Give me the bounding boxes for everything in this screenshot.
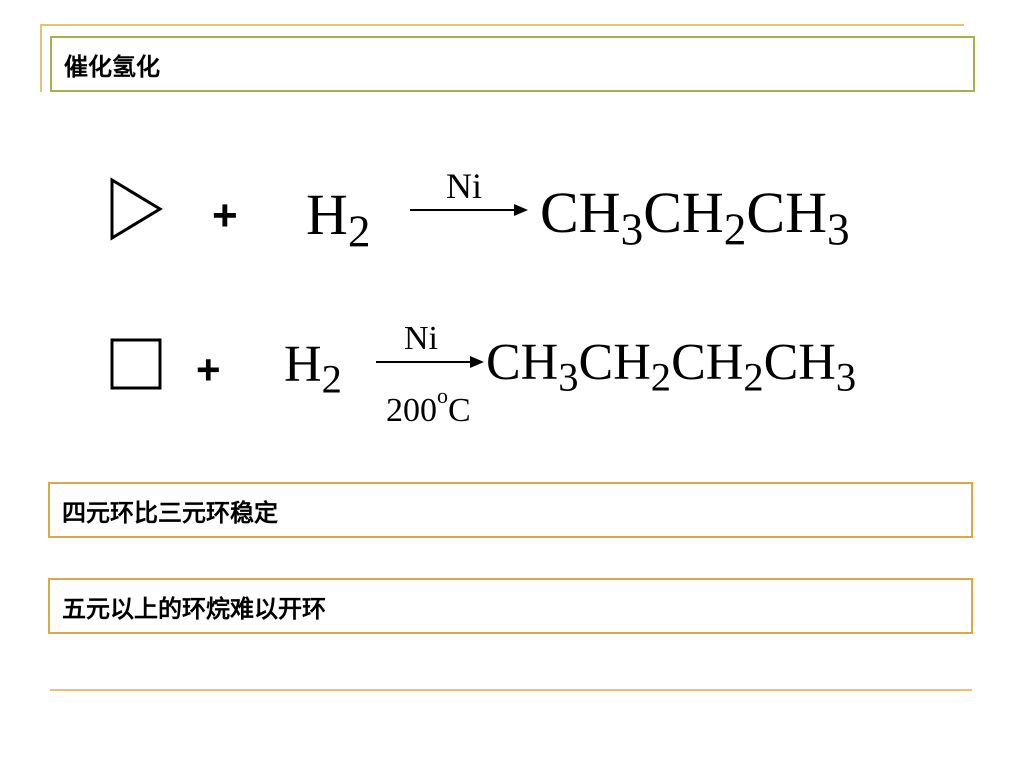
slide-title-text: 催化氢化 [64, 52, 160, 81]
reaction1-product: CH3CH2CH3 [540, 180, 850, 255]
reaction1-reagent: H2 [306, 182, 371, 257]
slide-title: 催化氢化 [50, 36, 975, 92]
top-decor-line [40, 24, 964, 26]
reaction2-catalyst: Ni [404, 320, 438, 357]
note-five-ring-text: 五元以上的环烷难以开环 [62, 594, 326, 623]
cyclobutane-square-icon [110, 338, 162, 390]
reaction1-catalyst: Ni [446, 166, 482, 206]
reaction2-reagent: H2 [284, 336, 342, 402]
note-four-ring: 四元环比三元环稳定 [48, 482, 973, 538]
reaction1-plus: + [212, 191, 238, 240]
reaction2-temperature: 200oC [386, 383, 471, 429]
reaction2-arrow [376, 356, 484, 368]
bottom-decor-line [50, 689, 972, 691]
note-five-ring: 五元以上的环烷难以开环 [48, 578, 973, 634]
cyclopropane-triangle-icon [110, 177, 163, 241]
reaction2-plus: + [196, 346, 221, 393]
reaction2-product: CH3CH2CH2CH3 [486, 334, 857, 400]
note-four-ring-text: 四元环比三元环稳定 [62, 498, 278, 527]
left-decor-line [40, 24, 42, 92]
reaction1-arrow [410, 204, 528, 216]
